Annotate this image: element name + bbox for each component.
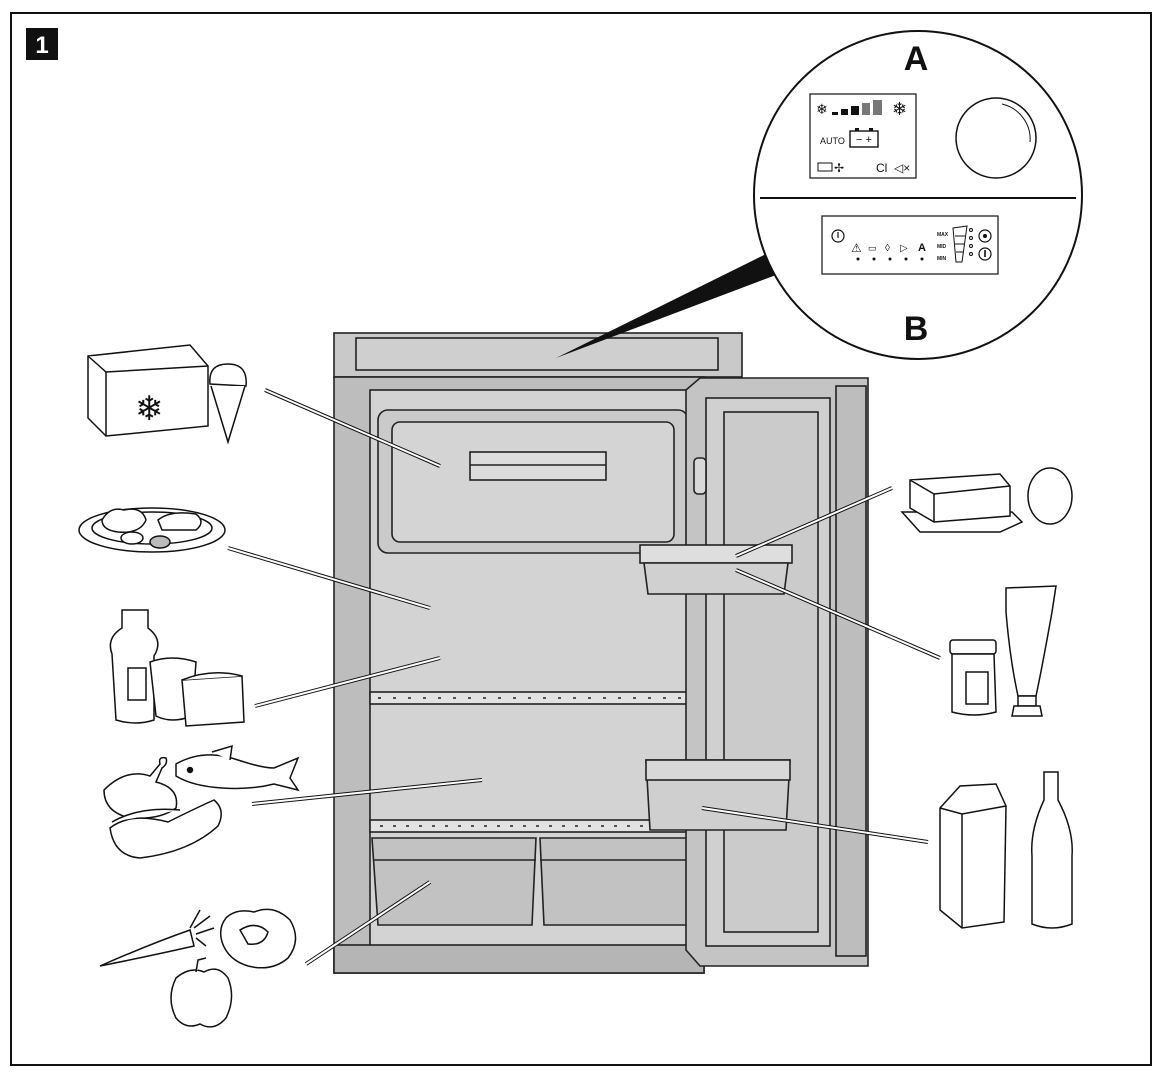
callout-pointer [556, 252, 784, 358]
door-shelf-upper [639, 544, 793, 595]
eye-button-icon[interactable] [978, 229, 992, 243]
figure-frame [10, 12, 1152, 1066]
frozen-food-box-icon: ❄ [87, 344, 209, 437]
snowflake-small-icon: ❄ [816, 101, 828, 117]
gas-flame-icon: ◊ [885, 243, 890, 254]
control-panel-b: ⚠ ▭ ◊ ▷ A MAX MID MIN [821, 215, 999, 275]
control-knob[interactable] [955, 97, 1037, 179]
callout-label-a: A [904, 40, 929, 78]
temperature-bars-icon [832, 100, 882, 115]
vegetables-icon [99, 908, 297, 1028]
control-panel-a: ❄ ❄ AUTO − + ✢ Cl ◁× [809, 93, 917, 179]
jar-and-tube-icon [949, 585, 1057, 717]
dairy-products-icon [109, 609, 245, 727]
level-indicator-icon [952, 225, 973, 263]
auto-label: AUTO [820, 136, 845, 146]
crisper-drawers [371, 837, 701, 926]
ac-plug-icon: ▷ [900, 243, 908, 254]
power-cell-icon [817, 162, 833, 172]
control-panel-callout: A B ❄ ❄ AUTO − + ✢ [753, 30, 1083, 360]
ice-cream-cone-icon [209, 363, 247, 445]
level-max-label: MAX [937, 232, 949, 238]
level-min-label: MIN [937, 256, 947, 262]
svg-text:❄: ❄ [135, 390, 164, 428]
climate-class-label: Cl [876, 161, 887, 175]
butter-and-egg-icon [900, 467, 1073, 533]
warning-icon: ⚠ [851, 241, 862, 255]
leader-lines [227, 388, 941, 966]
glass-shelf-lower [369, 819, 689, 833]
power-button-icon[interactable] [831, 229, 845, 243]
thermometer-button-icon[interactable] [978, 247, 992, 261]
fridge-door [685, 377, 869, 967]
status-led-dots [856, 257, 924, 261]
meat-and-fish-icon [103, 744, 300, 859]
level-mid-label: MID [937, 244, 947, 250]
door-shelf-lower [645, 759, 791, 831]
battery-status-icon: ▭ [868, 243, 877, 253]
figure-number-badge: 1 [26, 28, 58, 60]
snowflake-large-icon: ❄ [892, 99, 907, 119]
battery-polarity: − + [856, 134, 872, 146]
freezer-compartment [377, 409, 689, 554]
refrigerator [333, 332, 869, 974]
figure-number: 1 [35, 32, 48, 59]
auto-mode-icon: A [918, 242, 926, 254]
glass-shelf-upper [369, 691, 689, 705]
fan-icon: ✢ [834, 161, 844, 175]
plate-of-meat-icon [78, 507, 226, 553]
milk-and-bottle-icon [939, 771, 1073, 929]
callout-label-b: B [904, 310, 929, 348]
battery-icon: − + [849, 128, 879, 148]
mute-icon: ◁× [894, 161, 910, 175]
